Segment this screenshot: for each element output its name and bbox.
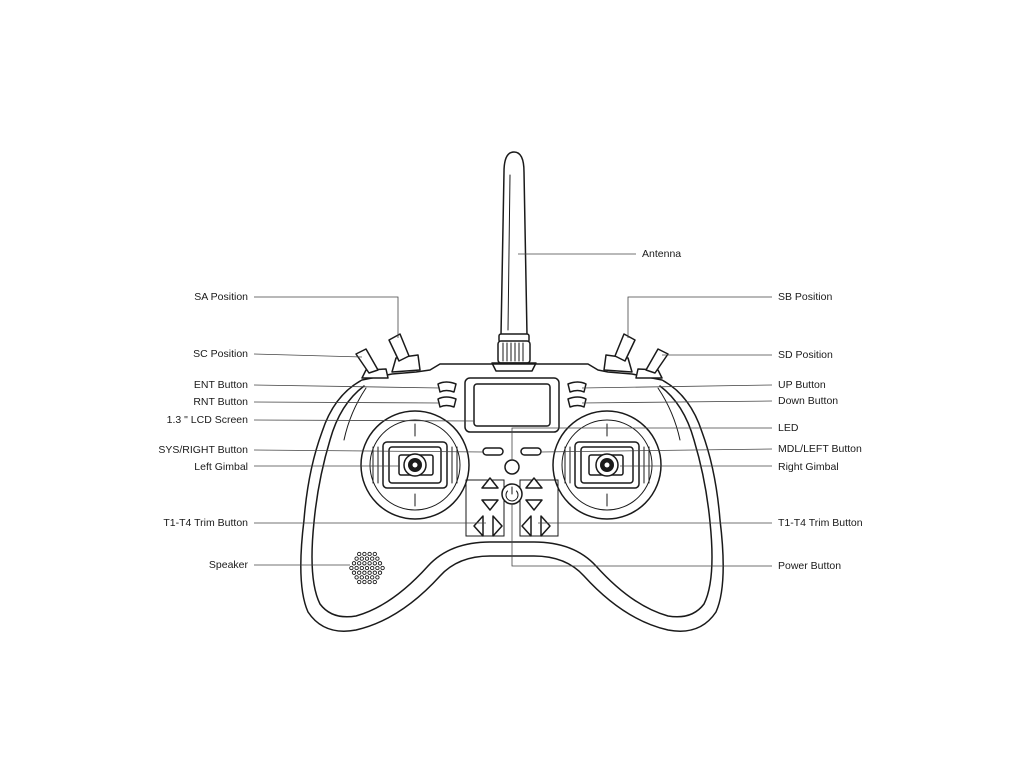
- sys-mdl-buttons: [482, 447, 542, 456]
- trim-buttons-left: [473, 477, 503, 537]
- led: [504, 459, 520, 475]
- speaker-hole: [354, 556, 359, 561]
- label-sys-right-button: SYS/RIGHT Button: [158, 444, 248, 456]
- speaker-hole: [372, 561, 377, 566]
- speaker-hole: [362, 551, 367, 557]
- speaker-hole: [359, 565, 364, 571]
- speaker-hole: [372, 579, 377, 585]
- trim-area: [465, 479, 559, 537]
- speaker-hole: [351, 570, 357, 575]
- label-trim-right: T1-T4 Trim Button: [778, 517, 863, 529]
- label-mdl-left-button: MDL/LEFT Button: [778, 443, 862, 455]
- speaker: [349, 551, 385, 585]
- trim-buttons-right: [521, 477, 551, 537]
- speaker-hole: [354, 575, 359, 580]
- sd-switch: [635, 348, 669, 379]
- speaker-hole: [380, 565, 385, 571]
- speaker-hole: [354, 565, 359, 571]
- label-lcd-screen: 1.3 " LCD Screen: [167, 414, 249, 426]
- sa-switch: [388, 333, 421, 373]
- label-ent-button: ENT Button: [194, 379, 248, 391]
- label-sc-position: SC Position: [193, 348, 248, 360]
- label-sa-position: SA Position: [194, 291, 248, 303]
- speaker-hole: [367, 579, 372, 585]
- speaker-hole: [357, 579, 362, 585]
- label-speaker: Speaker: [209, 559, 249, 571]
- sc-switch: [355, 348, 389, 379]
- speaker-hole: [375, 556, 380, 561]
- speaker-hole: [349, 565, 354, 571]
- label-rnt-button: RNT Button: [193, 396, 248, 408]
- left-gimbal: [360, 410, 470, 520]
- speaker-hole: [362, 579, 367, 585]
- label-sb-position: SB Position: [778, 291, 832, 303]
- speaker-hole: [375, 565, 380, 571]
- speaker-hole: [377, 570, 383, 575]
- speaker-hole: [359, 556, 364, 561]
- speaker-hole: [351, 561, 357, 566]
- sb-switch: [603, 333, 636, 373]
- speaker-hole: [362, 570, 367, 575]
- label-power-button: Power Button: [778, 560, 841, 572]
- power-button: [501, 483, 523, 505]
- speaker-hole: [359, 575, 364, 580]
- label-left-gimbal: Left Gimbal: [194, 461, 248, 473]
- speaker-hole: [372, 570, 377, 575]
- speaker-hole: [357, 561, 362, 566]
- ent-rnt-buttons: [437, 381, 457, 408]
- right-gimbal: [552, 410, 662, 520]
- speaker-hole: [357, 570, 362, 575]
- speaker-hole: [364, 575, 370, 580]
- label-led: LED: [778, 422, 799, 434]
- speaker-hole: [364, 565, 370, 571]
- speaker-hole: [362, 561, 367, 566]
- speaker-hole: [377, 561, 383, 566]
- speaker-hole: [372, 551, 377, 557]
- leader-lines: [253, 253, 773, 567]
- speaker-hole: [364, 556, 370, 561]
- label-up-button: UP Button: [778, 379, 826, 391]
- speaker-hole: [370, 565, 375, 571]
- speaker-hole: [370, 575, 375, 580]
- label-down-button: Down Button: [778, 395, 838, 407]
- callout-labels: Antenna SA Position SC Position ENT Butt…: [158, 248, 862, 572]
- label-trim-left: T1-T4 Trim Button: [163, 517, 248, 529]
- speaker-hole: [367, 561, 372, 566]
- speaker-hole: [375, 575, 380, 580]
- up-down-buttons: [567, 381, 587, 408]
- speaker-hole: [370, 556, 375, 561]
- label-right-gimbal: Right Gimbal: [778, 461, 839, 473]
- speaker-hole: [367, 551, 372, 557]
- speaker-hole: [357, 551, 362, 557]
- lcd-screen: [464, 377, 560, 433]
- label-sd-position: SD Position: [778, 349, 833, 361]
- speaker-hole: [367, 570, 372, 575]
- label-antenna: Antenna: [642, 248, 681, 260]
- antenna: [491, 151, 537, 372]
